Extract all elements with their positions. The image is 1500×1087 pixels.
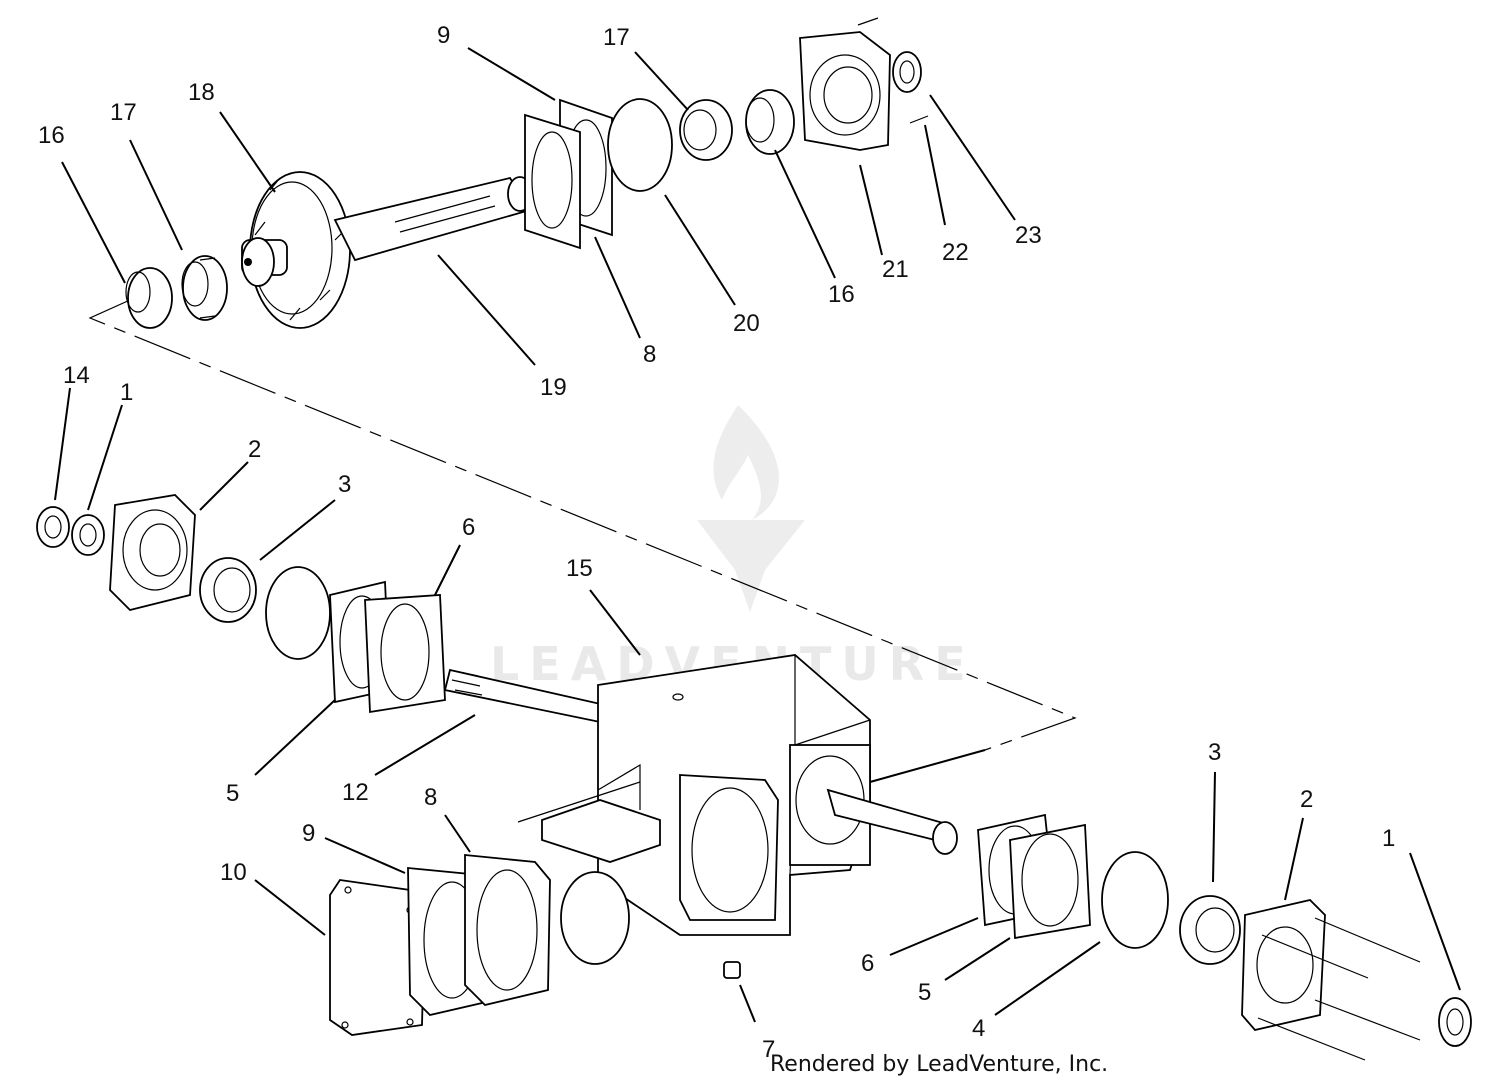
part-16-bearing-cup-left bbox=[125, 267, 173, 329]
part-17-bearing-cone-right bbox=[679, 99, 733, 161]
part-22-bolts-top bbox=[857, 17, 929, 124]
render-credit: Rendered by LeadVenture, Inc. bbox=[770, 1052, 1109, 1077]
part-18-helical-gear bbox=[241, 171, 351, 329]
callout-7: 7 bbox=[762, 1036, 775, 1063]
part-7-plug bbox=[723, 961, 741, 979]
callout-14: 14 bbox=[63, 362, 90, 389]
callout-16: 16 bbox=[38, 122, 65, 149]
part-3-bearing-right bbox=[1179, 895, 1241, 965]
callout-8: 8 bbox=[424, 784, 437, 811]
part-20-oring-top bbox=[607, 98, 673, 192]
part-1-seal-right bbox=[1438, 997, 1472, 1047]
part-4-oring-left bbox=[265, 566, 331, 660]
callout-5: 5 bbox=[226, 780, 239, 807]
callout-12: 12 bbox=[342, 779, 369, 806]
callout-2: 2 bbox=[1300, 786, 1313, 813]
callout-18: 18 bbox=[188, 79, 215, 106]
part-2-flange-right bbox=[1241, 899, 1326, 1031]
assembly-centerline bbox=[88, 299, 1077, 751]
callout-17: 17 bbox=[603, 24, 630, 51]
callout-23: 23 bbox=[1015, 222, 1042, 249]
part-2-flange-left bbox=[109, 494, 196, 611]
part-21-flange-housing-top bbox=[799, 31, 891, 151]
leader-lines bbox=[54, 47, 1461, 1023]
callout-3: 3 bbox=[1208, 739, 1221, 766]
callout-9: 9 bbox=[437, 22, 450, 49]
callout-5: 5 bbox=[918, 979, 931, 1006]
callout-3: 3 bbox=[338, 471, 351, 498]
callout-22: 22 bbox=[942, 239, 969, 266]
part-20-oring-bottom bbox=[560, 871, 630, 965]
part-23-oil-seal-top bbox=[892, 51, 922, 93]
part-1-seal-left bbox=[71, 514, 105, 556]
part-4-oring-right bbox=[1101, 851, 1169, 949]
callout-20: 20 bbox=[733, 310, 760, 337]
part-19-output-shaft bbox=[333, 176, 533, 262]
callout-9: 9 bbox=[302, 820, 315, 847]
part-flange-bolts-right bbox=[1257, 917, 1421, 1061]
callout-4: 4 bbox=[972, 1015, 985, 1042]
callout-19: 19 bbox=[540, 374, 567, 401]
part-5-gasket-right bbox=[1009, 823, 1091, 940]
part-3-bearing-left bbox=[199, 557, 257, 623]
bolt-housing-side bbox=[517, 781, 641, 823]
part-8-gasket-top bbox=[524, 113, 581, 250]
callout-2: 2 bbox=[248, 436, 261, 463]
part-15-gearbox-housing bbox=[541, 654, 958, 936]
callout-8: 8 bbox=[643, 341, 656, 368]
part-8-gasket-bottom bbox=[464, 854, 551, 1006]
part-16-bearing-cup-right bbox=[745, 89, 795, 155]
callout-16: 16 bbox=[828, 281, 855, 308]
callout-6: 6 bbox=[462, 514, 475, 541]
callout-17: 17 bbox=[110, 99, 137, 126]
part-14-seal-left bbox=[36, 506, 70, 548]
callout-10: 10 bbox=[220, 859, 247, 886]
part-6-gasket-left bbox=[364, 594, 446, 714]
callout-21: 21 bbox=[882, 256, 909, 283]
callout-1: 1 bbox=[1382, 825, 1395, 852]
callout-15: 15 bbox=[566, 555, 593, 582]
part-17-bearing-cone-left bbox=[181, 255, 228, 321]
callout-6: 6 bbox=[861, 950, 874, 977]
callout-labels: 16 17 18 9 17 19 8 20 16 21 22 23 14 1 2… bbox=[38, 22, 1395, 1063]
callout-1: 1 bbox=[120, 379, 133, 406]
